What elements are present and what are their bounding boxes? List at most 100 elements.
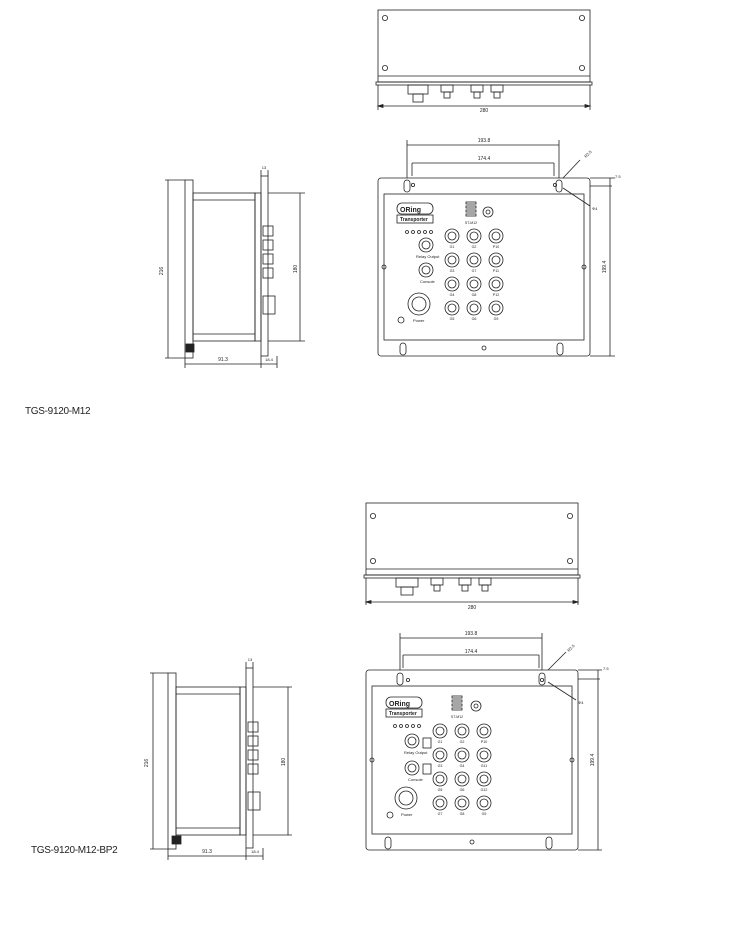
screw-icon <box>567 558 574 565</box>
m12-port: G1 <box>432 723 448 744</box>
model-2-top-view <box>363 502 581 605</box>
power-connector <box>407 292 431 316</box>
relay-connector <box>404 733 420 749</box>
port-label: G7 <box>438 812 443 816</box>
screw-icon <box>381 264 387 270</box>
front-panel <box>377 177 591 357</box>
model-label: ST-M12 <box>451 715 463 719</box>
port-label: G2 <box>460 740 465 744</box>
m12-port: G7 <box>432 795 448 816</box>
port-label: G5 <box>450 317 455 321</box>
hole-diameter-dimension: Φ4 <box>578 700 584 705</box>
led-column <box>451 695 463 711</box>
model-1-side-view <box>165 170 305 368</box>
screw-icon <box>381 14 388 21</box>
rotary-switch-icon <box>482 206 494 218</box>
port-label: G8 <box>472 293 477 297</box>
power-connector <box>394 786 418 810</box>
slot-height-dimension: 7.5 <box>603 666 609 671</box>
model-1-top-view <box>375 9 593 110</box>
model-2-drawing: 280 <box>144 502 609 860</box>
model-1-drawing: 280 <box>159 9 621 368</box>
status-leds <box>405 230 433 234</box>
front-panel <box>365 669 579 851</box>
m12-port: G5 <box>432 771 448 792</box>
m12-port: P10 <box>488 228 504 249</box>
m12-port: G1 <box>444 228 460 249</box>
bypass-relay-block <box>422 737 432 749</box>
m12-port: G3 <box>444 252 460 273</box>
port-label: P11 <box>493 269 499 273</box>
port-label: G3 <box>450 269 455 273</box>
m12-port: G4 <box>454 747 470 768</box>
slot-radius-dimension: R2.5 <box>566 643 576 653</box>
m12-port: P11 <box>488 252 504 273</box>
port-label: P12 <box>493 293 499 297</box>
m12-port: G2 <box>454 723 470 744</box>
screw-icon <box>381 65 388 72</box>
top-width-dimension: 280 <box>468 605 477 611</box>
top-connectors <box>395 577 492 596</box>
screw-icon <box>579 65 586 72</box>
m12-port: G3 <box>432 747 448 768</box>
port-label: G1 <box>450 245 455 249</box>
front-height-dimension: 199.4 <box>590 754 596 767</box>
port-label: G8 <box>460 812 465 816</box>
side-inner-dimension: 180 <box>293 265 299 274</box>
screw-icon <box>369 757 375 763</box>
port-label: G5 <box>438 788 443 792</box>
hole-diameter-dimension: Φ4 <box>592 206 598 211</box>
port-label: G9 <box>482 812 487 816</box>
top-view-body <box>377 9 591 83</box>
port-label: P10 <box>493 245 499 249</box>
side-view-body <box>175 686 241 836</box>
hole-span-dimension: 193.8 <box>465 631 478 637</box>
m12-port: G2 <box>466 228 482 249</box>
relay-label: Relay Output <box>404 750 428 755</box>
m12-port: G9 <box>488 300 504 321</box>
status-leds <box>393 724 421 728</box>
model-2-side-view <box>150 662 292 860</box>
screw-icon <box>481 345 487 351</box>
rotary-switch-icon <box>470 700 482 712</box>
depth-main-dimension: 91.3 <box>218 357 228 363</box>
screw-icon <box>579 14 586 21</box>
model-2-caption: TGS-9120-M12-BP2 <box>31 845 118 856</box>
power-label: Power <box>413 318 425 323</box>
relay-connector <box>418 237 434 253</box>
m12-port: G4 <box>444 276 460 297</box>
brand-logo: ORing <box>389 701 410 708</box>
led-column <box>465 201 477 217</box>
console-connector <box>418 262 434 278</box>
top-view-body <box>365 502 579 576</box>
console-connector <box>404 760 420 776</box>
port-label: G11 <box>481 764 488 768</box>
port-label: G2 <box>472 245 477 249</box>
port-label: G4 <box>450 293 455 297</box>
hole-inner-dimension: 174.4 <box>465 649 478 655</box>
side-height-dimension: 216 <box>159 267 165 276</box>
console-label: Console <box>408 777 423 782</box>
series-label: Transporter <box>389 711 417 717</box>
front-height-dimension: 199.4 <box>602 261 608 274</box>
m12-port: G6 <box>466 300 482 321</box>
port-label: G1 <box>438 740 443 744</box>
flange-dimension: 13 <box>248 657 253 662</box>
side-view-body <box>192 192 256 342</box>
ground-icon <box>397 316 405 324</box>
relay-label: Relay Output <box>416 254 440 259</box>
m12-port: P10 <box>476 723 492 744</box>
screw-icon <box>369 558 376 565</box>
hole-span-dimension: 193.8 <box>478 138 491 144</box>
m12-port: G12 <box>476 771 492 792</box>
port-label: G9 <box>494 317 499 321</box>
side-connectors <box>247 721 261 811</box>
port-label: G4 <box>460 764 465 768</box>
hole-inner-dimension: 174.4 <box>478 156 491 162</box>
bypass-relay-block <box>422 763 432 775</box>
flange-dimension: 13 <box>262 165 267 170</box>
ground-icon <box>386 811 394 819</box>
side-inner-dimension: 180 <box>281 758 287 767</box>
